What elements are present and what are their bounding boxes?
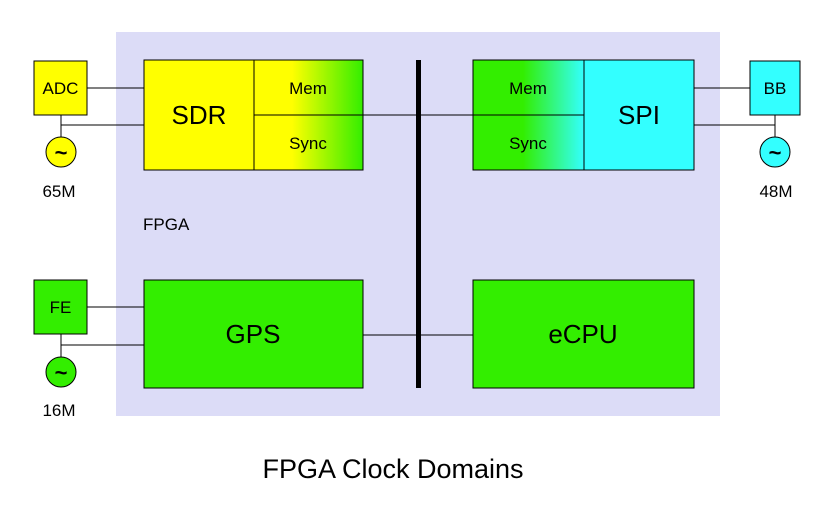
fe-clock-icon bbox=[45, 356, 77, 388]
sdr-mem-block bbox=[253, 59, 364, 116]
bb-clock-symbol: ~ bbox=[769, 140, 782, 165]
adc-block bbox=[33, 60, 88, 116]
bb-clock-frequency: 48M bbox=[759, 182, 792, 201]
gps-block bbox=[143, 279, 364, 389]
bb-label: BB bbox=[764, 79, 787, 98]
spi-label: SPI bbox=[618, 100, 660, 130]
ecpu-label: eCPU bbox=[548, 319, 617, 349]
diagram-title: FPGA Clock Domains bbox=[262, 454, 523, 484]
spi-sync-block bbox=[472, 114, 585, 171]
adc-clock-icon bbox=[45, 136, 77, 168]
sdr-sync-label: Sync bbox=[289, 134, 327, 153]
bb-block bbox=[749, 60, 801, 116]
adc-clock-symbol: ~ bbox=[55, 140, 68, 165]
adc-clock-frequency: 65M bbox=[42, 182, 75, 201]
sdr-label: SDR bbox=[172, 100, 227, 130]
sdr-block bbox=[143, 59, 255, 171]
central-bus bbox=[416, 60, 421, 388]
spi-block bbox=[583, 59, 695, 171]
spi-sync-label: Sync bbox=[509, 134, 547, 153]
fe-clock-symbol: ~ bbox=[55, 360, 68, 385]
fe-label: FE bbox=[50, 298, 72, 317]
fpga-label: FPGA bbox=[143, 215, 190, 234]
adc-label: ADC bbox=[43, 79, 79, 98]
fe-block bbox=[33, 279, 88, 335]
spi-mem-label: Mem bbox=[509, 79, 547, 98]
ecpu-block bbox=[472, 279, 695, 389]
bb-clock-icon bbox=[759, 136, 791, 168]
fe-clock-frequency: 16M bbox=[42, 401, 75, 420]
sdr-sync-block bbox=[253, 114, 364, 171]
gps-label: GPS bbox=[226, 319, 281, 349]
sdr-mem-label: Mem bbox=[289, 79, 327, 98]
